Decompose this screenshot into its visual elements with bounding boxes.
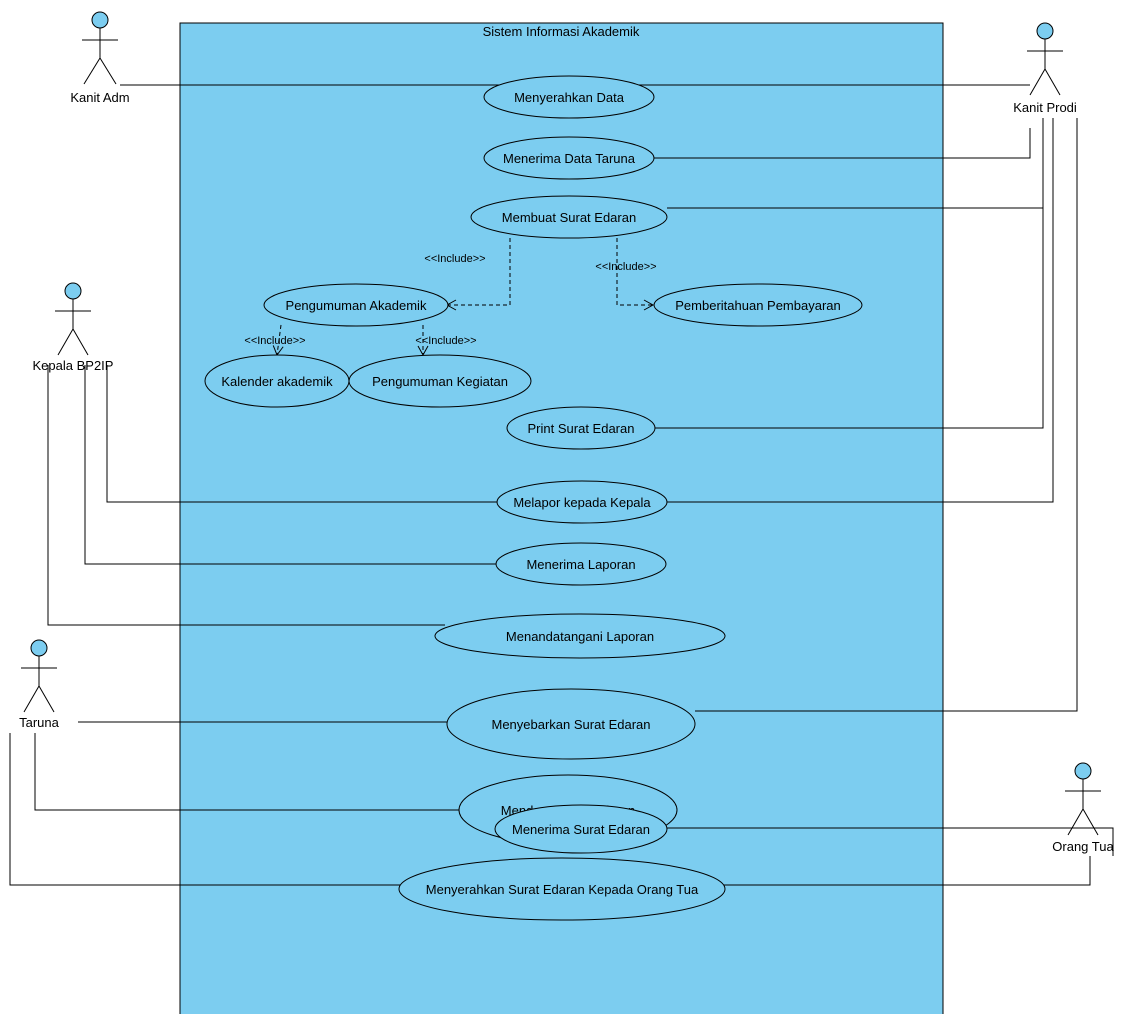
actor-kanit-prodi[interactable]: Kanit Prodi: [1013, 22, 1077, 115]
svg-text:Pengumuman Kegiatan: Pengumuman Kegiatan: [372, 374, 508, 389]
use-case-menyerahkan-surat-edaran-kepada-orang-tua[interactable]: Menyerahkan Surat Edaran Kepada Orang Tu…: [398, 857, 726, 921]
include-label: <<Include>>: [595, 261, 656, 273]
svg-text:Menyerahkan Surat Edaran Kepa: Menyerahkan Surat Edaran Kepada Orang Tu…: [426, 882, 699, 897]
use-case-pengumuman-akademik[interactable]: Pengumuman Akademik: [263, 283, 449, 327]
use-case-pengumuman-kegiatan[interactable]: Pengumuman Kegiatan: [348, 354, 532, 408]
use-case-melapor-kepada-kepala[interactable]: Melapor kepada Kepala: [496, 480, 668, 524]
svg-text:Menerima Laporan: Menerima Laporan: [526, 557, 635, 572]
svg-text:Pengumuman Akademik: Pengumuman Akademik: [286, 298, 427, 313]
svg-text:Kepala BP2IP: Kepala BP2IP: [33, 358, 114, 373]
use-case-menyebarkan-surat-edaran[interactable]: Menyebarkan Surat Edaran: [446, 688, 696, 760]
actor-kanit-adm[interactable]: Kanit Adm: [70, 11, 130, 105]
include-dependencies: [272, 238, 655, 357]
use-case-menandatangani-laporan[interactable]: Menandatangani Laporan: [434, 613, 726, 659]
include-label: <<Include>>: [424, 253, 485, 265]
svg-text:Pemberitahuan Pembayaran: Pemberitahuan Pembayaran: [675, 298, 841, 313]
use-case-menyerahkan-data[interactable]: Menyerahkan Data: [483, 75, 655, 119]
use-case-menerima-laporan[interactable]: Menerima Laporan: [495, 542, 667, 586]
svg-text:Melapor kepada Kepala: Melapor kepada Kepala: [513, 495, 651, 510]
include-label: <<Include>>: [415, 335, 476, 347]
actor-taruna[interactable]: Taruna: [19, 639, 60, 730]
svg-text:Membuat Surat Edaran: Membuat Surat Edaran: [502, 210, 636, 225]
svg-text:Menerima Surat Edaran: Menerima Surat Edaran: [512, 822, 650, 837]
svg-text:Menyerahkan Data: Menyerahkan Data: [514, 90, 625, 105]
svg-text:Kalender akademik: Kalender akademik: [221, 374, 333, 389]
svg-text:Kanit Adm: Kanit Adm: [70, 90, 129, 105]
use-case-membuat-surat-edaran[interactable]: Membuat Surat Edaran: [470, 195, 668, 239]
svg-text:Menerima Data Taruna: Menerima Data Taruna: [503, 151, 636, 166]
include-label: <<Include>>: [244, 335, 305, 347]
use-case-pemberitahuan-pembayaran[interactable]: Pemberitahuan Pembayaran: [653, 283, 863, 327]
use-case-print-surat-edaran[interactable]: Print Surat Edaran: [506, 406, 656, 450]
svg-text:Taruna: Taruna: [19, 715, 60, 730]
use-case-menerima-surat-edaran-node[interactable]: Menerima Surat Edaran: [494, 804, 668, 854]
use-case-menerima-data-taruna[interactable]: Menerima Data Taruna: [483, 136, 655, 180]
svg-text:Menandatangani Laporan: Menandatangani Laporan: [506, 629, 654, 644]
svg-text:Print Surat Edaran: Print Surat Edaran: [528, 421, 635, 436]
actor-orang-tua[interactable]: Orang Tua: [1052, 762, 1114, 854]
svg-text:Menyebarkan Surat Edaran: Menyebarkan Surat Edaran: [492, 717, 651, 732]
svg-text:Orang Tua: Orang Tua: [1052, 839, 1114, 854]
svg-text:Kanit Prodi: Kanit Prodi: [1013, 100, 1077, 115]
actor-kepala-bp2ip[interactable]: Kepala BP2IP: [33, 282, 114, 373]
system-title: Sistem Informasi Akademik: [483, 24, 640, 39]
use-case-kalender-akademik[interactable]: Kalender akademik: [204, 354, 350, 408]
